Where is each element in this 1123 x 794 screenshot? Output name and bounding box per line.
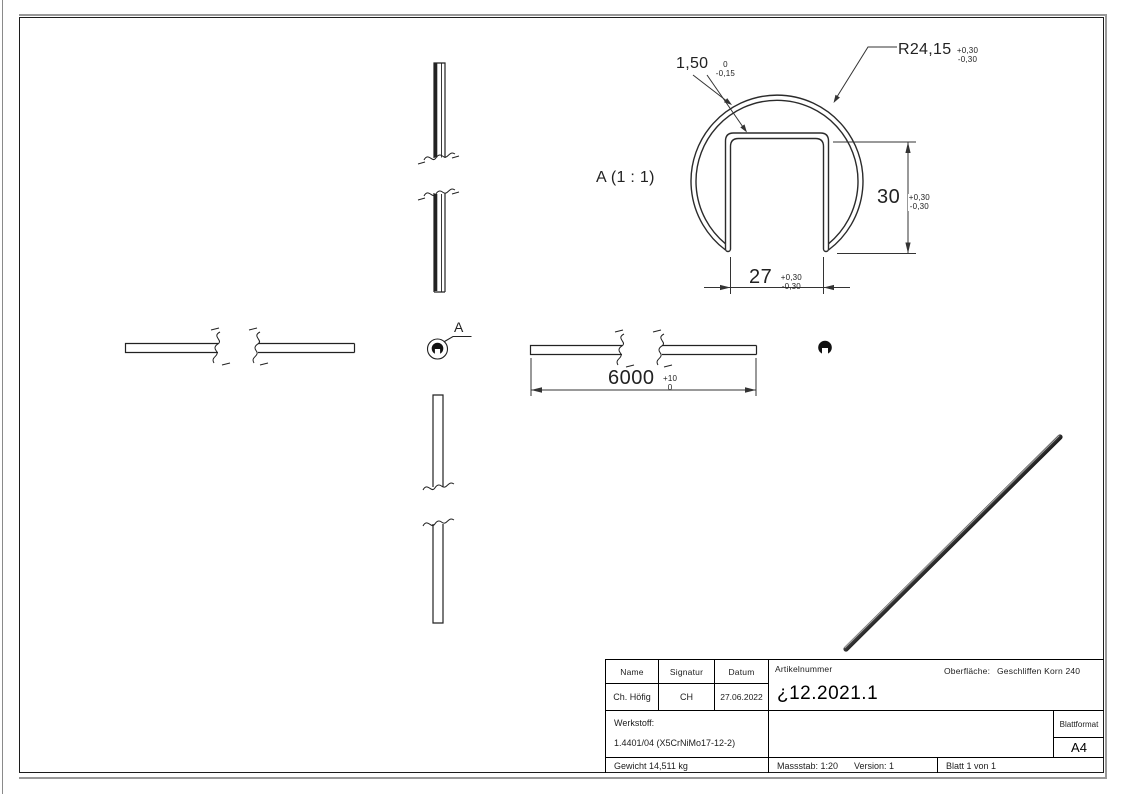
titleblock-empty-cell	[769, 711, 1054, 758]
leader-radius	[833, 46, 897, 103]
dim-wall-thickness-tol-lower: -0,15	[715, 68, 736, 78]
dimension-slot-width-27	[704, 257, 850, 294]
gewicht-value: Gewicht 14,511 kg	[606, 758, 769, 773]
dim-slot-width-tol-lower: -0,30	[781, 281, 801, 291]
version-value: Version: 1	[854, 760, 895, 771]
werkstoff-label: Werkstoff:	[614, 718, 655, 728]
view-side-vertical-top	[417, 62, 460, 293]
dim-radius: R24,15 +0,30 -0,30	[898, 41, 978, 64]
dim-length-value: 6000	[608, 367, 655, 389]
dim-slot-width-value: 27	[749, 266, 773, 288]
drawing-frame	[19, 17, 1104, 773]
view-isometric-rod	[843, 434, 1063, 652]
massstab-cell: Massstab: 1:20 Version: 1	[769, 758, 938, 773]
werkstoff-value: 1.4401/04 (X5CrNiMo17-12-2)	[614, 738, 736, 748]
titleblock-name-label: Name	[606, 660, 659, 684]
view-plan-left	[124, 327, 356, 366]
dim-length-tol-upper: +10	[662, 374, 678, 383]
oberflaeche-value: Geschliffen Korn 240	[997, 666, 1081, 676]
titleblock-datum-value: 27.06.2022	[715, 684, 769, 711]
dim-wall-thickness-tol-upper: 0	[723, 60, 728, 69]
titleblock-datum-label: Datum	[715, 660, 769, 684]
dim-radius-tol-lower: -0,30	[957, 54, 978, 64]
oberflaeche-label: Oberfläche:	[944, 666, 991, 676]
view-side-vertical-bottom	[422, 394, 455, 624]
dimension-slot-height-30	[833, 141, 916, 254]
titleblock-signatur-label: Signatur	[659, 660, 715, 684]
view-end-profile	[818, 340, 832, 357]
blattformat-label: Blattformat	[1054, 711, 1104, 738]
titleblock-name-value: Ch. Höfig	[606, 684, 659, 711]
detail-view-label: A (1 : 1)	[596, 169, 655, 186]
dim-wall-thickness: 1,50 0 -0,15	[676, 55, 735, 78]
titleblock-signatur-value: CH	[659, 684, 715, 711]
dim-slot-height-value: 30	[877, 186, 901, 208]
massstab-value: Massstab: 1:20	[777, 760, 839, 771]
blattformat-value: A4	[1054, 738, 1104, 758]
dim-radius-value: R24,15	[898, 41, 952, 58]
detail-callout-label: A	[454, 319, 464, 335]
titleblock-werkstoff-cell: Werkstoff: 1.4401/04 (X5CrNiMo17-12-2)	[606, 711, 769, 758]
page-edge-line	[2, 0, 3, 794]
dim-slot-height-tol-lower: -0,30	[909, 201, 929, 211]
dim-length: 6000 +10 0	[608, 367, 677, 392]
detail-view-profile	[690, 94, 864, 253]
drawing-frame-shadow	[19, 14, 1107, 779]
view-plan-right	[529, 329, 758, 368]
dim-wall-thickness-value: 1,50	[676, 55, 709, 72]
blatt-value: Blatt 1 von 1	[946, 760, 997, 771]
detail-callout	[426, 335, 472, 360]
dim-slot-height-tol-upper: +0,30	[908, 193, 930, 202]
dim-slot-height: 30 +0,30 -0,30	[877, 186, 931, 211]
dimension-length-6000	[530, 358, 757, 396]
title-block: Name Signatur Datum Ch. Höfig CH 27.06.2…	[605, 659, 1104, 773]
titleblock-artikelnummer-cell: Artikelnummer ¿12.2021.1 Oberfläche: Ges…	[769, 660, 1104, 711]
dim-length-tol-lower: 0	[667, 382, 673, 392]
dim-slot-width-tol-upper: +0,30	[780, 273, 802, 282]
leader-wall-thickness	[692, 74, 747, 133]
dim-radius-tol-upper: +0,30	[956, 46, 979, 55]
artikelnummer-value: ¿12.2021.1	[777, 683, 879, 704]
dim-slot-width: 27 +0,30 -0,30	[749, 266, 802, 291]
artikelnummer-label: Artikelnummer	[775, 664, 833, 674]
